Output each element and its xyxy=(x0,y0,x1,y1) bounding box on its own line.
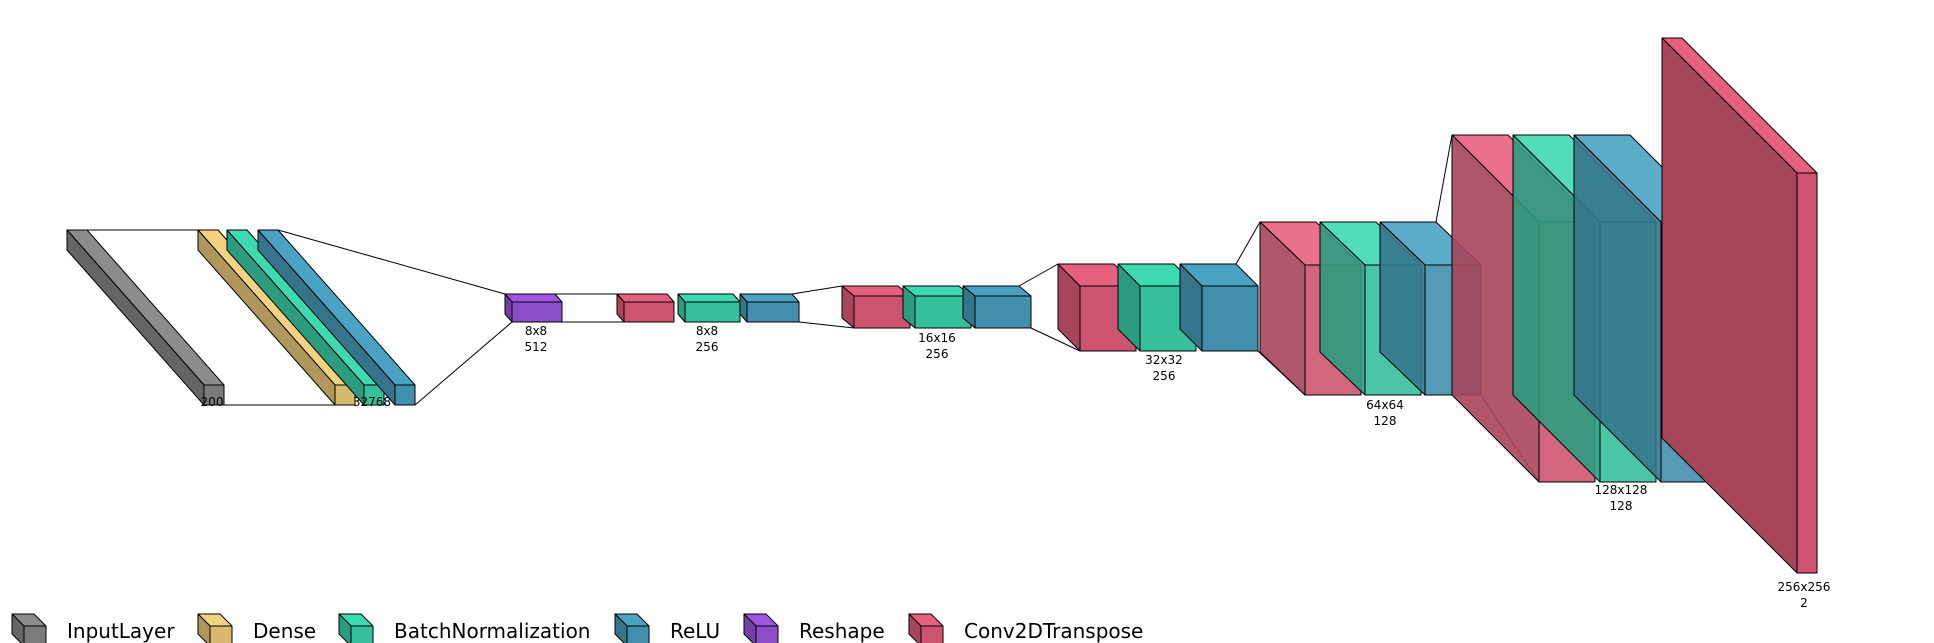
legend-cube-conv2dtranspose-side xyxy=(908,613,922,643)
layer-9-batchnormalization-block xyxy=(902,285,972,329)
layer-10-relu-block-front xyxy=(974,295,1032,329)
layer-4-reshape-block-top xyxy=(504,293,563,303)
label-256x256-ch: 2 xyxy=(1800,596,1808,610)
legend-label-batchnormalization: BatchNormalization xyxy=(394,619,590,643)
label-reshape-ch: 512 xyxy=(525,340,548,354)
legend-item-inputlayer: InputLayer xyxy=(11,613,175,643)
legend-cube-reshape-front xyxy=(755,625,779,643)
legend-cube-inputlayer-front xyxy=(23,625,47,643)
label-8x8-ch: 256 xyxy=(696,340,719,354)
batchnormalization-cube-icon xyxy=(338,613,374,643)
label-128x128-dim: 128x128 xyxy=(1595,483,1648,497)
layer-blocks xyxy=(66,37,1818,574)
legend-cube-relu-side xyxy=(614,613,628,643)
layer-9-batchnormalization-block-front xyxy=(914,295,972,329)
layer-4-reshape-block xyxy=(504,293,563,323)
dimension-labels: 200 32768 8x8 512 8x8 256 16x16 256 32x3… xyxy=(201,324,1831,610)
legend-label-inputlayer: InputLayer xyxy=(67,619,175,643)
legend-item-dense: Dense xyxy=(197,613,316,643)
layer-20-conv2dtranspose-block-side xyxy=(1661,37,1798,574)
layer-6-batchnormalization-block xyxy=(677,293,741,323)
layer-4-reshape-block-front xyxy=(511,301,563,323)
label-32x32-dim: 32x32 xyxy=(1145,353,1183,367)
layer-6-batchnormalization-block-front xyxy=(684,301,741,323)
connector-top-1 xyxy=(277,229,506,295)
legend-cube-reshape xyxy=(743,613,779,643)
legend: InputLayer Dense BatchNormalization ReLU… xyxy=(11,613,1143,643)
legend-item-reshape: Reshape xyxy=(743,613,885,643)
connector-bottom-3 xyxy=(798,321,855,329)
layer-6-batchnormalization-block-top xyxy=(677,293,741,303)
legend-label-dense: Dense xyxy=(253,619,316,643)
label-16x16-ch: 256 xyxy=(926,347,949,361)
connector-bottom-4 xyxy=(1030,327,1081,352)
layer-5-conv2dtranspose-block xyxy=(616,293,675,323)
layer-13-relu-block-front xyxy=(1201,285,1259,352)
label-128x128-ch: 128 xyxy=(1610,499,1633,513)
layer-8-conv2dtranspose-block-front xyxy=(853,295,911,329)
legend-label-conv2dtranspose: Conv2DTranspose xyxy=(964,619,1143,643)
layer-13-relu-block xyxy=(1179,263,1259,352)
layer-0-inputlayer-block xyxy=(66,229,225,406)
legend-cube-inputlayer-side xyxy=(11,613,25,643)
layer-0-inputlayer-block-front xyxy=(203,384,225,406)
layer-20-conv2dtranspose-block xyxy=(1661,37,1818,574)
legend-cube-conv2dtranspose xyxy=(908,613,944,643)
connector-top-3 xyxy=(791,285,843,295)
layer-5-conv2dtranspose-block-top xyxy=(616,293,675,303)
legend-item-relu: ReLU xyxy=(614,613,720,643)
legend-item-conv2dtranspose: Conv2DTranspose xyxy=(908,613,1143,643)
legend-cube-inputlayer xyxy=(11,613,47,643)
dense-cube-icon xyxy=(197,613,233,643)
label-8x8-dim: 8x8 xyxy=(696,324,718,338)
legend-label-relu: ReLU xyxy=(670,619,720,643)
legend-cube-batchnormalization-front xyxy=(350,625,374,643)
label-input-200: 200 xyxy=(201,395,224,409)
label-reshape-dim: 8x8 xyxy=(525,324,547,338)
legend-cube-dense xyxy=(197,613,233,643)
layer-7-relu-block-front xyxy=(746,301,800,323)
layer-20-conv2dtranspose-block-front xyxy=(1796,172,1818,574)
legend-cube-dense-front xyxy=(209,625,233,643)
layer-5-conv2dtranspose-block-front xyxy=(623,301,675,323)
label-64x64-ch: 128 xyxy=(1374,414,1397,428)
legend-label-reshape: Reshape xyxy=(799,619,885,643)
legend-cube-reshape-side xyxy=(743,613,757,643)
layer-8-conv2dtranspose-block xyxy=(841,285,911,329)
legend-cube-relu-front xyxy=(626,625,650,643)
legend-cube-dense-side xyxy=(197,613,211,643)
connector-top-4 xyxy=(1018,263,1059,287)
label-256x256-dim: 256x256 xyxy=(1778,580,1831,594)
layer-0-inputlayer-block-side xyxy=(66,229,205,406)
reshape-cube-icon xyxy=(743,613,779,643)
relu-cube-icon xyxy=(614,613,650,643)
connector-top-5 xyxy=(1235,221,1261,265)
legend-cube-batchnormalization-side xyxy=(338,613,352,643)
legend-cube-conv2dtranspose-front xyxy=(920,625,944,643)
legend-cube-batchnormalization xyxy=(338,613,374,643)
conv2dtranspose-cube-icon xyxy=(908,613,944,643)
layer-7-relu-block-top xyxy=(739,293,800,303)
layer-10-relu-block xyxy=(962,285,1032,329)
label-64x64-dim: 64x64 xyxy=(1366,398,1404,412)
layer-2-batchnormalization-block xyxy=(226,229,385,406)
label-32x32-ch: 256 xyxy=(1153,369,1176,383)
layer-3-relu-block xyxy=(257,229,416,406)
label-16x16-dim: 16x16 xyxy=(918,331,956,345)
legend-item-batchnormalization: BatchNormalization xyxy=(338,613,590,643)
layer-7-relu-block xyxy=(739,293,800,323)
label-dense-32768: 32768 xyxy=(353,395,391,409)
inputlayer-cube-icon xyxy=(11,613,47,643)
layer-3-relu-block-front xyxy=(394,384,416,406)
legend-cube-relu xyxy=(614,613,650,643)
connector-bottom-1 xyxy=(414,321,513,406)
connector-top-6 xyxy=(1435,134,1453,223)
